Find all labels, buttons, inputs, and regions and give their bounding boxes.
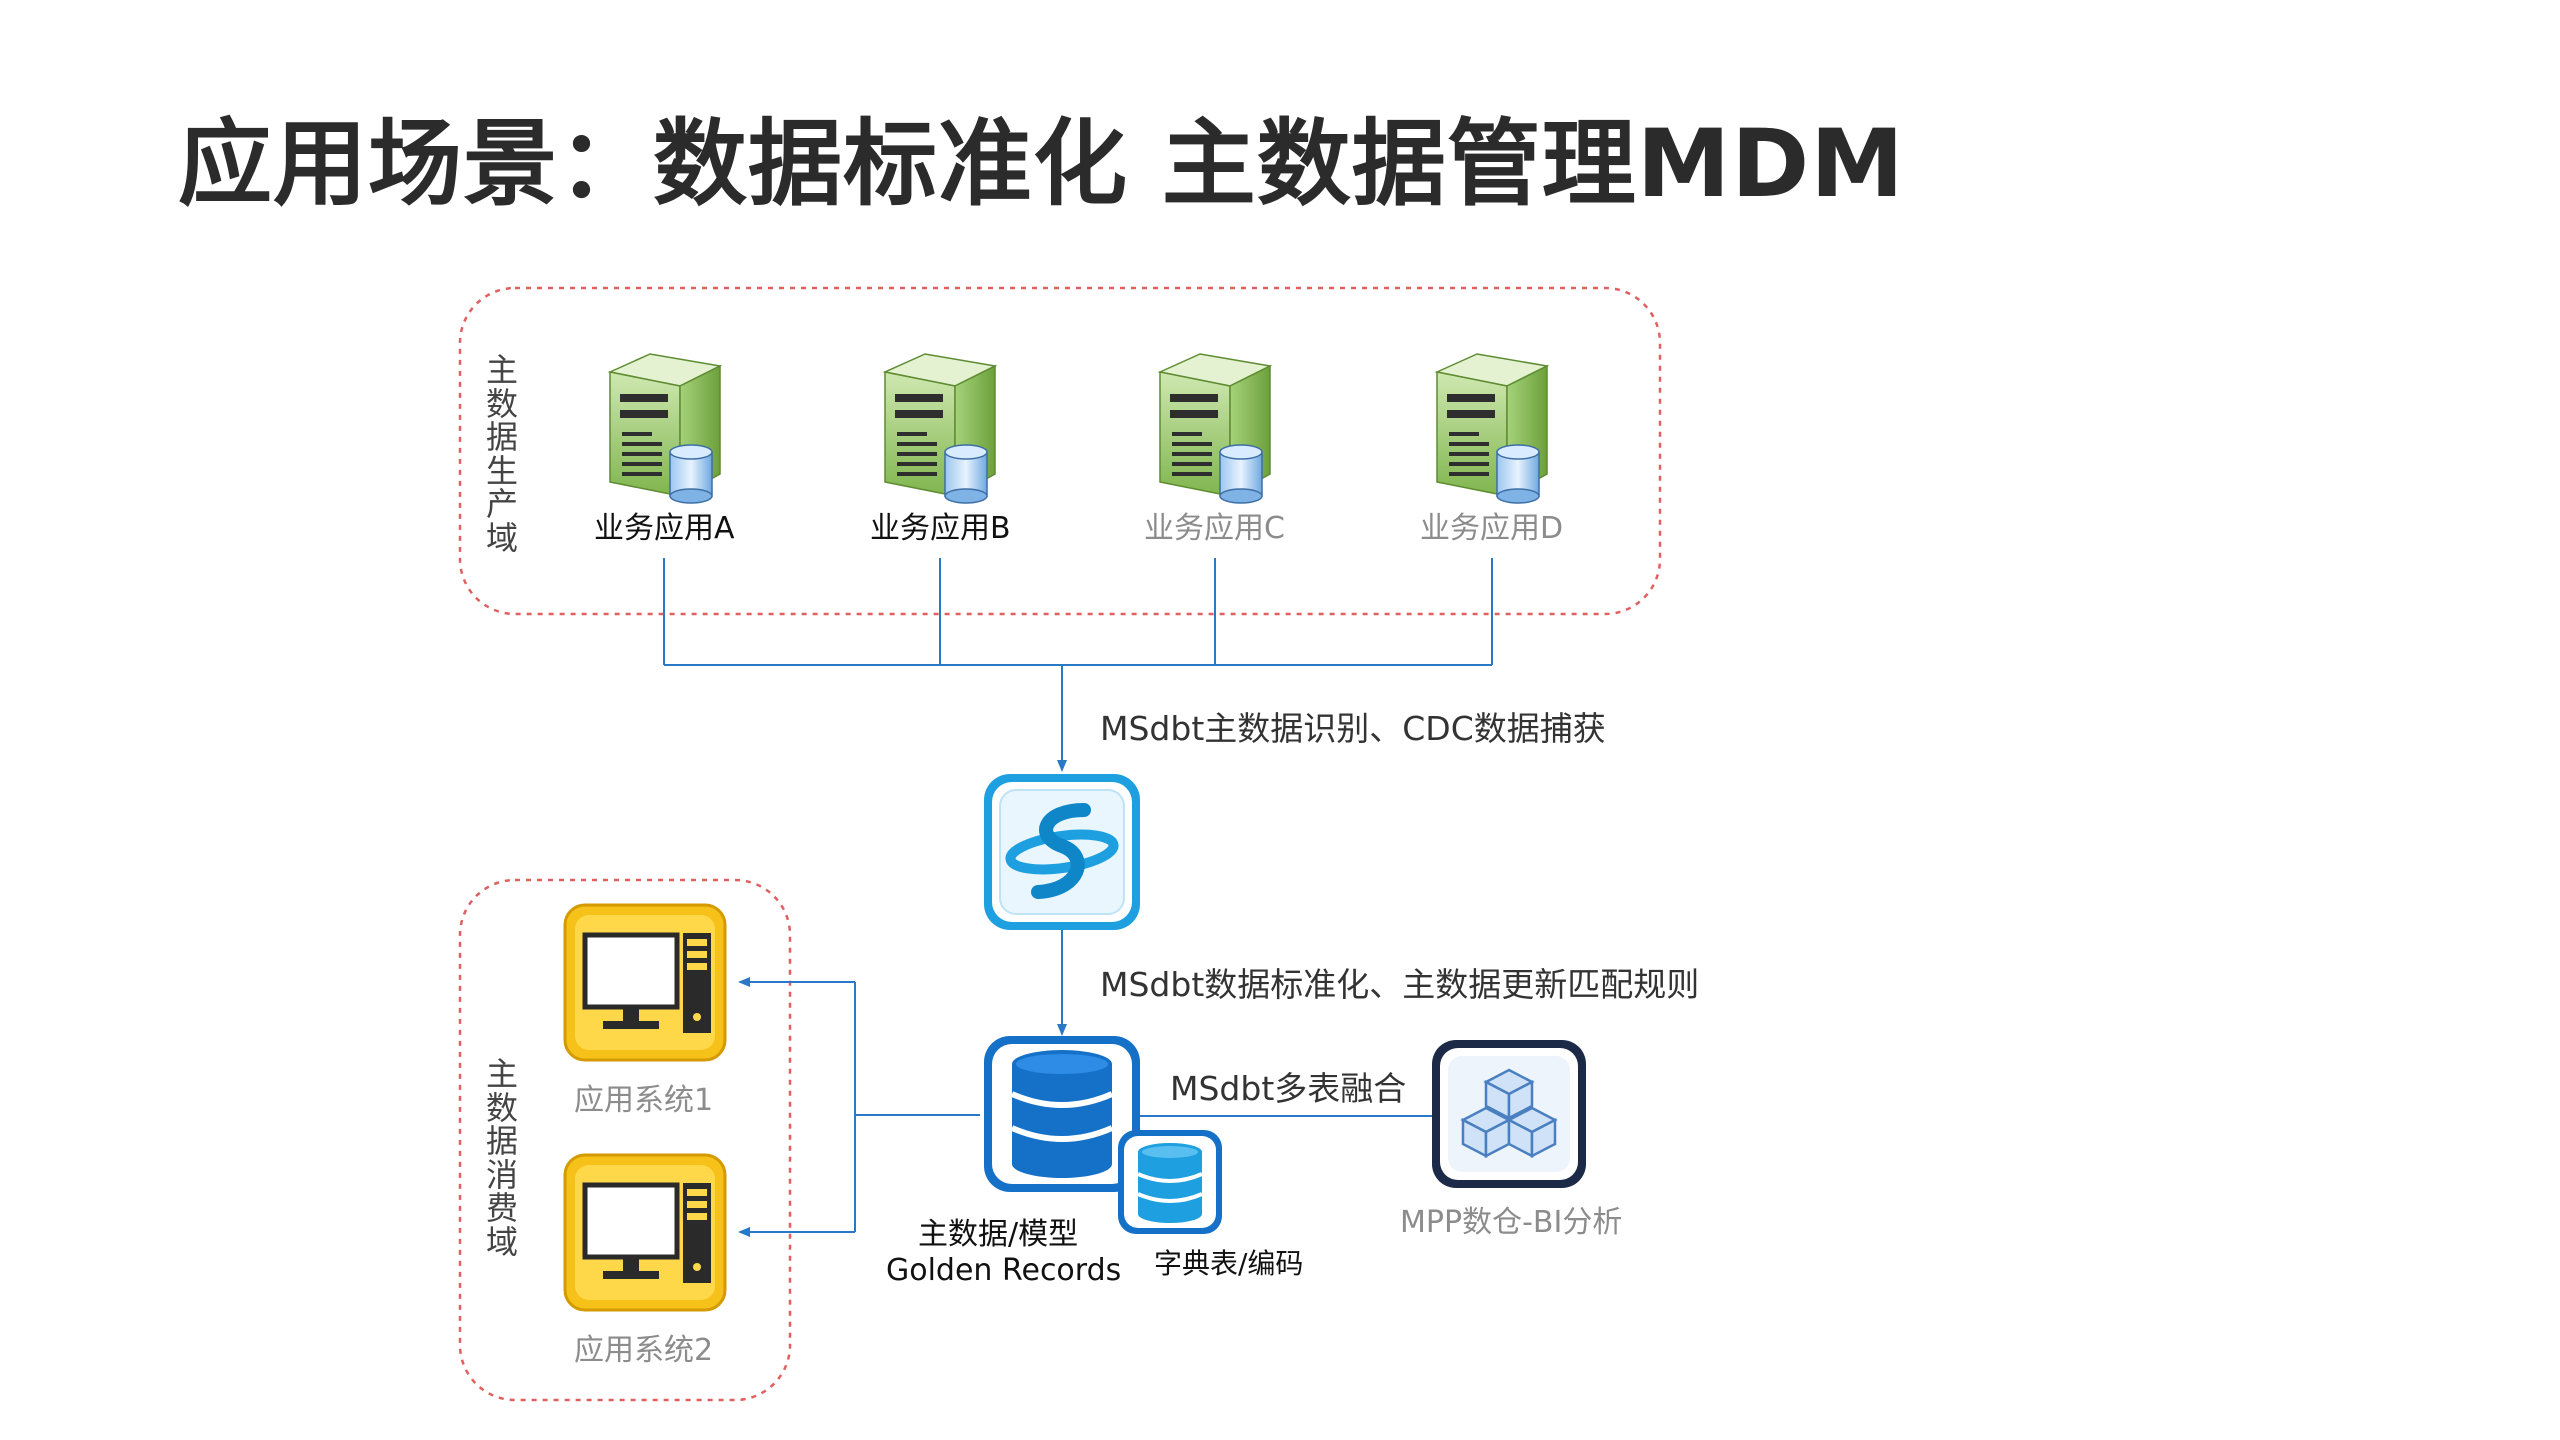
producer-domain-label: 主数据生产域	[485, 351, 518, 557]
app-label-a: 业务应用A	[594, 511, 735, 546]
collector-lines	[663, 558, 1493, 1237]
app-label-d: 业务应用D	[1420, 511, 1564, 546]
step-identify-label: MSdbt主数据识别、CDC数据捕获	[1100, 709, 1606, 748]
app-label-b: 业务应用B	[870, 511, 1011, 546]
dictionary-database-icon	[1118, 1130, 1222, 1234]
server-icon-a	[608, 352, 722, 505]
master-db-label-1: 主数据/模型	[918, 1217, 1079, 1252]
msdbt-hub-icon	[984, 774, 1140, 930]
server-icon-d	[1435, 352, 1549, 505]
producer-domain-box	[458, 286, 1662, 616]
consumer-domain-box	[458, 878, 792, 1402]
mpp-warehouse-icon	[1432, 1040, 1586, 1188]
master-db-label-2: Golden Records	[886, 1253, 1122, 1288]
pc-icon-1	[565, 905, 725, 1060]
mpp-label: MPP数仓-BI分析	[1400, 1205, 1623, 1240]
system-label-1: 应用系统1	[574, 1083, 714, 1118]
page-title: 应用场景：数据标准化 主数据管理MDM	[178, 110, 1905, 219]
pc-icon-2	[565, 1155, 725, 1310]
step-merge-label: MSdbt多表融合	[1170, 1069, 1407, 1108]
server-icon-c	[1158, 352, 1272, 505]
step-standardize-label: MSdbt数据标准化、主数据更新匹配规则	[1100, 965, 1700, 1004]
server-icon-b	[883, 352, 997, 505]
consumer-domain-label: 主数据消费域	[485, 1055, 518, 1261]
dict-db-label: 字典表/编码	[1154, 1247, 1304, 1280]
system-label-2: 应用系统2	[574, 1333, 714, 1368]
app-label-c: 业务应用C	[1144, 511, 1285, 546]
master-database-icon	[984, 1036, 1140, 1192]
